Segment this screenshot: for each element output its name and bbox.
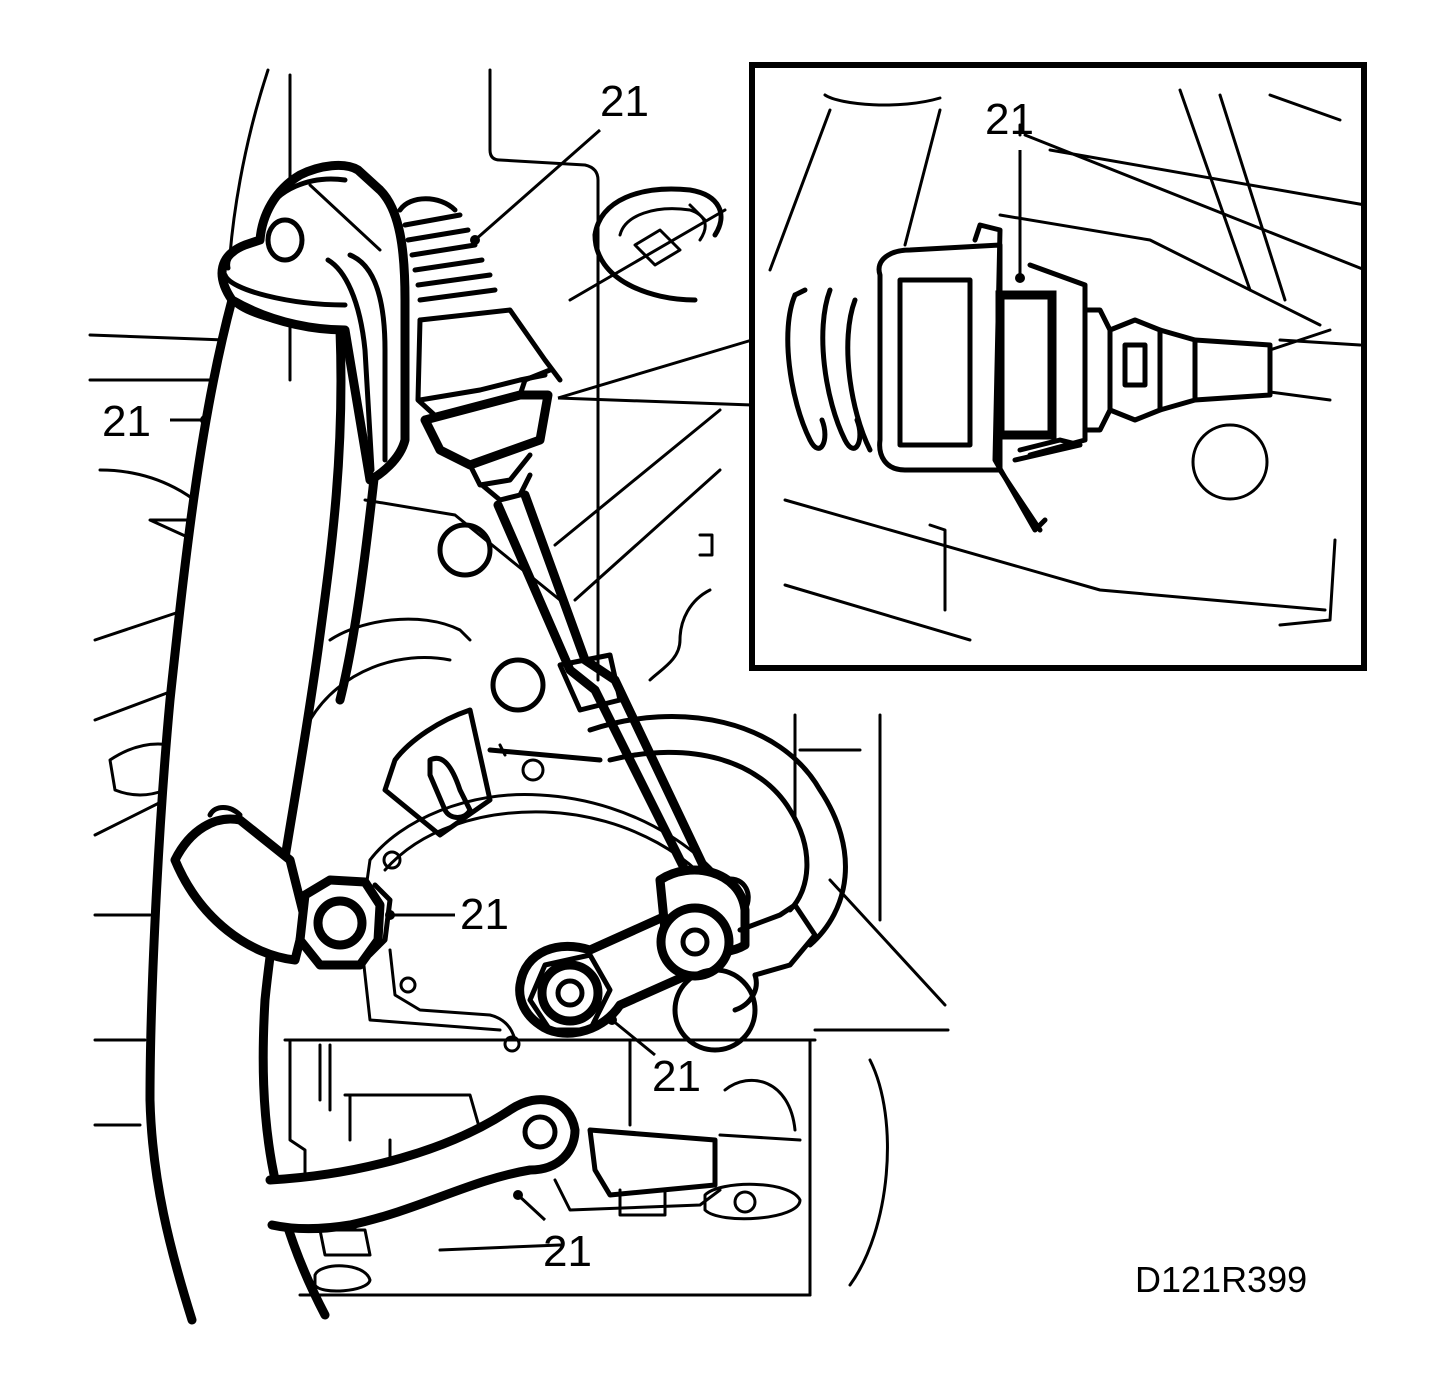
callout-nut-right: 21 xyxy=(652,1052,701,1101)
shifter-lever-head xyxy=(217,160,410,485)
left-nut-assembly xyxy=(170,805,393,970)
callout-bottom: 21 xyxy=(543,1227,592,1276)
inset-detail xyxy=(557,62,1367,671)
leader-lines xyxy=(170,128,1025,1222)
linkage-rod xyxy=(363,196,715,885)
callout-top: 21 xyxy=(600,77,649,126)
callout-nut-left: 21 xyxy=(460,890,509,939)
callout-left: 21 xyxy=(102,397,151,446)
shift-column-tube xyxy=(145,295,380,1325)
figure-code: D121R399 xyxy=(1135,1259,1308,1300)
selector-arm xyxy=(515,865,818,1053)
lower-arm xyxy=(265,1095,580,1234)
callout-inset: 21 xyxy=(985,95,1034,144)
